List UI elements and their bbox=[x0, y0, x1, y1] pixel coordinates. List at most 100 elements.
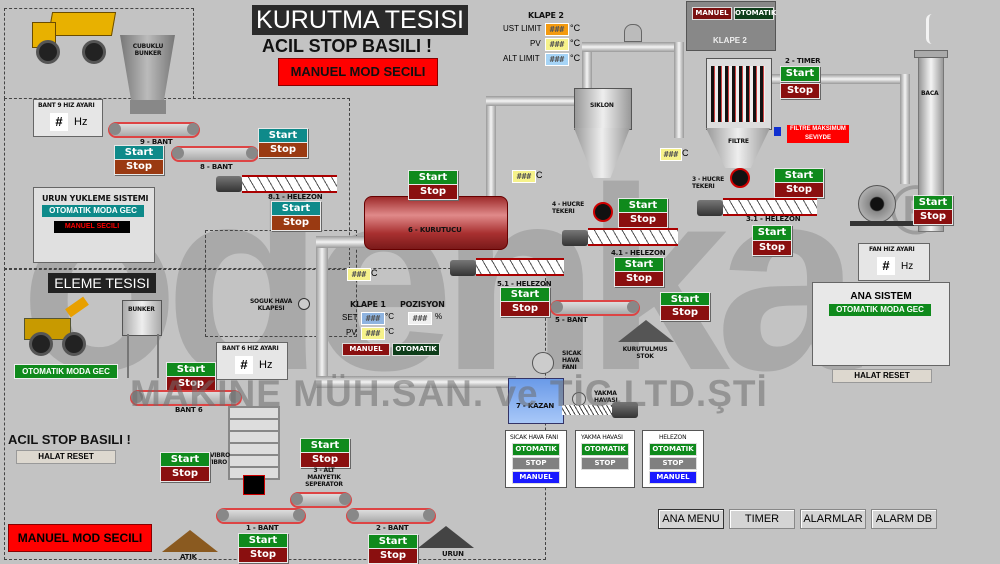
bant2-conveyor bbox=[346, 508, 436, 524]
helezon31-start-button[interactable]: Start bbox=[752, 225, 792, 241]
alt-manyetik-stop-button[interactable]: Stop bbox=[300, 452, 350, 468]
bant6-speed-input[interactable]: # bbox=[235, 356, 253, 374]
klape2-pv-unit: °C bbox=[570, 38, 581, 48]
nav-ana-menu-button[interactable]: ANA MENU bbox=[658, 509, 724, 529]
bant9-label: 9 - BANT bbox=[140, 138, 173, 146]
bant9-conveyor bbox=[108, 122, 200, 138]
siklon-inlet-pipe bbox=[486, 96, 576, 106]
exhaust-fan-icon bbox=[858, 185, 896, 223]
klape2-pv-label: PV bbox=[530, 39, 541, 48]
filter-in-temp-unit: C bbox=[682, 148, 689, 158]
ana-sistem-panel: ANA SISTEM OTOMATIK MODA GEC bbox=[812, 282, 950, 366]
yakma-havasi-label: YAKMA HAVASI bbox=[594, 390, 618, 404]
helezon-auto-button[interactable]: OTOMATIK bbox=[649, 443, 697, 456]
nav-alarmlar-button[interactable]: ALARMLAR bbox=[800, 509, 866, 529]
mode-panel-helezon: HELEZON OTOMATIK STOP MANUEL bbox=[642, 430, 704, 488]
vibro-stop-button[interactable]: Stop bbox=[160, 466, 210, 482]
hucre3-start-button[interactable]: Start bbox=[774, 168, 824, 184]
bant6-conveyor bbox=[130, 390, 242, 406]
bant1-stop-button[interactable]: Stop bbox=[238, 547, 288, 563]
helezon81-screw bbox=[242, 175, 337, 193]
helezon31-motor bbox=[697, 200, 723, 216]
klape2-ust-value[interactable]: ### bbox=[545, 23, 569, 36]
filter-in-temp: ### bbox=[660, 148, 682, 161]
burner-motor bbox=[612, 402, 638, 418]
bant9-speed-input[interactable]: # bbox=[50, 113, 68, 131]
helezon41-motor bbox=[562, 230, 588, 246]
timer2-start-button[interactable]: Start bbox=[780, 66, 820, 82]
helezon81-label: 8.1 - HELEZON bbox=[268, 193, 323, 201]
ana-sistem-title: ANA SISTEM bbox=[850, 291, 912, 302]
yakma-havasi-fan-icon bbox=[572, 392, 586, 406]
nav-alarm-db-button[interactable]: ALARM DB bbox=[871, 509, 937, 529]
yakma-havasi-auto-button[interactable]: OTOMATIK bbox=[581, 443, 629, 456]
timer2-stop-button[interactable]: Stop bbox=[780, 83, 820, 99]
bunker-label: BUNKER bbox=[128, 306, 155, 313]
bant6-speed-panel: BANT 6 HIZ AYARI # Hz bbox=[216, 342, 288, 380]
bant9-speed-unit: Hz bbox=[74, 116, 88, 128]
helezon51-stop-button[interactable]: Stop bbox=[500, 301, 550, 317]
helezon81-stop-button[interactable]: Stop bbox=[271, 215, 321, 231]
zone-loading bbox=[4, 8, 194, 99]
kurutulmus-stok-label: KURUTULMUS STOK bbox=[622, 346, 668, 360]
urun-yukleme-auto-button[interactable]: OTOMATIK MODA GEC bbox=[42, 205, 144, 217]
kurutucu-stop-button[interactable]: Stop bbox=[408, 184, 458, 200]
kurutucu-in-temp: ### bbox=[347, 268, 371, 281]
klape2-auto-button[interactable]: OTOMATIK bbox=[734, 7, 776, 20]
filter-inlet-pipe bbox=[674, 42, 684, 138]
klape2-limits-title: KLAPE 2 bbox=[528, 11, 564, 20]
mode-panel-yakma-havasi: YAKMA HAVASI OTOMATIK STOP bbox=[575, 430, 635, 488]
eleme-auto-button[interactable]: OTOMATIK MODA GEC bbox=[14, 364, 118, 379]
klape1-set-value[interactable]: ### bbox=[361, 312, 385, 325]
klape2-valve-icon bbox=[624, 24, 642, 42]
klape2-alt-value[interactable]: ### bbox=[545, 53, 569, 66]
atik-label: ATIK bbox=[180, 553, 197, 561]
bant8-stop-button[interactable]: Stop bbox=[258, 142, 308, 158]
cubuklu-bunker: CUBUKLU BUNKER bbox=[120, 35, 175, 115]
klape2-panel-title: KLAPE 2 bbox=[713, 36, 747, 45]
klape1-position-value[interactable]: ### bbox=[408, 312, 432, 325]
klape1-auto-button[interactable]: OTOMATIK bbox=[392, 343, 440, 356]
bant5-conveyor bbox=[550, 300, 640, 316]
bant5-label: 5 - BANT bbox=[555, 316, 588, 324]
klape2-alt-unit: °C bbox=[570, 53, 581, 63]
helezon41-stop-button[interactable]: Stop bbox=[614, 271, 664, 287]
nav-timer-button[interactable]: TIMER bbox=[729, 509, 795, 529]
hucre3-stop-button[interactable]: Stop bbox=[774, 182, 824, 198]
fan-speed-unit: Hz bbox=[901, 261, 914, 272]
fan-stop-button[interactable]: Stop bbox=[913, 209, 953, 225]
sicak-hava-stop-button[interactable]: STOP bbox=[512, 457, 560, 470]
ana-sistem-halat-reset-button[interactable]: HALAT RESET bbox=[832, 369, 932, 383]
filter-level-sensor-icon bbox=[774, 127, 781, 136]
alt-manyetik-label: 3 - ALT MANYETIK SEPERATOR bbox=[305, 467, 343, 488]
atik-pile-icon bbox=[162, 530, 218, 552]
helezon-manual-button[interactable]: MANUEL bbox=[649, 471, 697, 484]
sicak-hava-fani-label: SICAK HAVA FANI bbox=[562, 350, 582, 371]
bant9-stop-button[interactable]: Stop bbox=[114, 159, 164, 175]
bant9-speed-panel: BANT 9 HIZ AYARI # Hz bbox=[33, 99, 103, 137]
helezon-stop-button[interactable]: STOP bbox=[649, 457, 697, 470]
dump-truck-icon bbox=[32, 12, 117, 64]
ana-sistem-auto-button[interactable]: OTOMATIK MODA GEC bbox=[829, 304, 931, 316]
kurutucu-in-temp-unit: C bbox=[371, 268, 378, 278]
bant8-label: 8 - BANT bbox=[200, 163, 233, 171]
hucre3-label: 3 - HUCRE TEKERI bbox=[692, 176, 725, 190]
hucre3-rotary-valve bbox=[730, 168, 750, 188]
sicak-hava-manual-button[interactable]: MANUEL bbox=[512, 471, 560, 484]
bant8-start-button[interactable]: Start bbox=[258, 128, 308, 144]
helezon31-stop-button[interactable]: Stop bbox=[752, 240, 792, 256]
fan-speed-input[interactable]: # bbox=[877, 257, 895, 275]
klape2-manual-button[interactable]: MANUEL bbox=[692, 7, 732, 20]
helezon31-screw bbox=[723, 198, 817, 216]
sicak-hava-auto-button[interactable]: OTOMATIK bbox=[512, 443, 560, 456]
timer2-label: 2 - TIMER bbox=[785, 57, 821, 65]
eleme-halat-reset-button[interactable]: HALAT RESET bbox=[16, 450, 116, 464]
bant2-stop-button[interactable]: Stop bbox=[368, 548, 418, 564]
mode-panel-sicak-hava: SICAK HAVA FANI OTOMATIK STOP MANUEL bbox=[505, 430, 567, 488]
bant1-label: 1 - BANT bbox=[246, 524, 279, 532]
baca-label: BACA bbox=[921, 90, 939, 97]
hucre4-stop-button[interactable]: Stop bbox=[618, 212, 668, 228]
yakma-havasi-stop-button[interactable]: STOP bbox=[581, 457, 629, 470]
bant5-stop-button[interactable]: Stop bbox=[660, 305, 710, 321]
klape1-manual-button[interactable]: MANUEL bbox=[342, 343, 390, 356]
